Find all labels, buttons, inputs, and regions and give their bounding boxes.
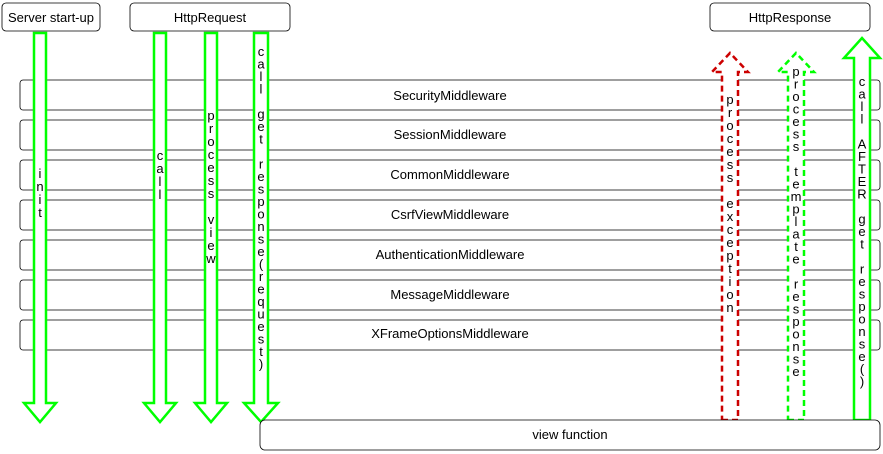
middleware-band-1: SessionMiddleware (19, 119, 881, 151)
http-response-box: HttpResponse (709, 2, 871, 32)
middleware-label: AuthenticationMiddleware (376, 247, 525, 262)
middleware-label: XFrameOptionsMiddleware (371, 326, 529, 341)
call-arrow (141, 31, 179, 424)
process-exception-arrow (709, 51, 751, 422)
process-template-response-arrow (775, 51, 817, 422)
middleware-band-3: CsrfViewMiddleware (19, 199, 881, 231)
process-view-arrow (192, 31, 230, 424)
init-arrow (21, 31, 59, 424)
middleware-band-5: MessageMiddleware (19, 279, 881, 311)
server-startup-box: Server start-up (1, 2, 101, 32)
call-after-get-response-arrow (841, 36, 883, 422)
middleware-label: SecurityMiddleware (393, 88, 506, 103)
middleware-band-6: XFrameOptionsMiddleware (19, 319, 881, 351)
middleware-label: SessionMiddleware (394, 127, 507, 142)
view-function-box: view function (259, 419, 881, 451)
call-get-response-arrow (241, 31, 281, 424)
http-request-box: HttpRequest (129, 2, 291, 32)
middleware-band-4: AuthenticationMiddleware (19, 239, 881, 271)
server-startup-label: Server start-up (8, 10, 94, 25)
middleware-band-0: SecurityMiddleware (19, 79, 881, 111)
view-function-label: view function (532, 427, 607, 442)
middleware-label: CsrfViewMiddleware (391, 207, 509, 222)
middleware-band-2: CommonMiddleware (19, 159, 881, 191)
http-request-label: HttpRequest (174, 10, 247, 25)
middleware-label: MessageMiddleware (390, 287, 509, 302)
middleware-label: CommonMiddleware (390, 167, 509, 182)
http-response-label: HttpResponse (749, 10, 831, 25)
